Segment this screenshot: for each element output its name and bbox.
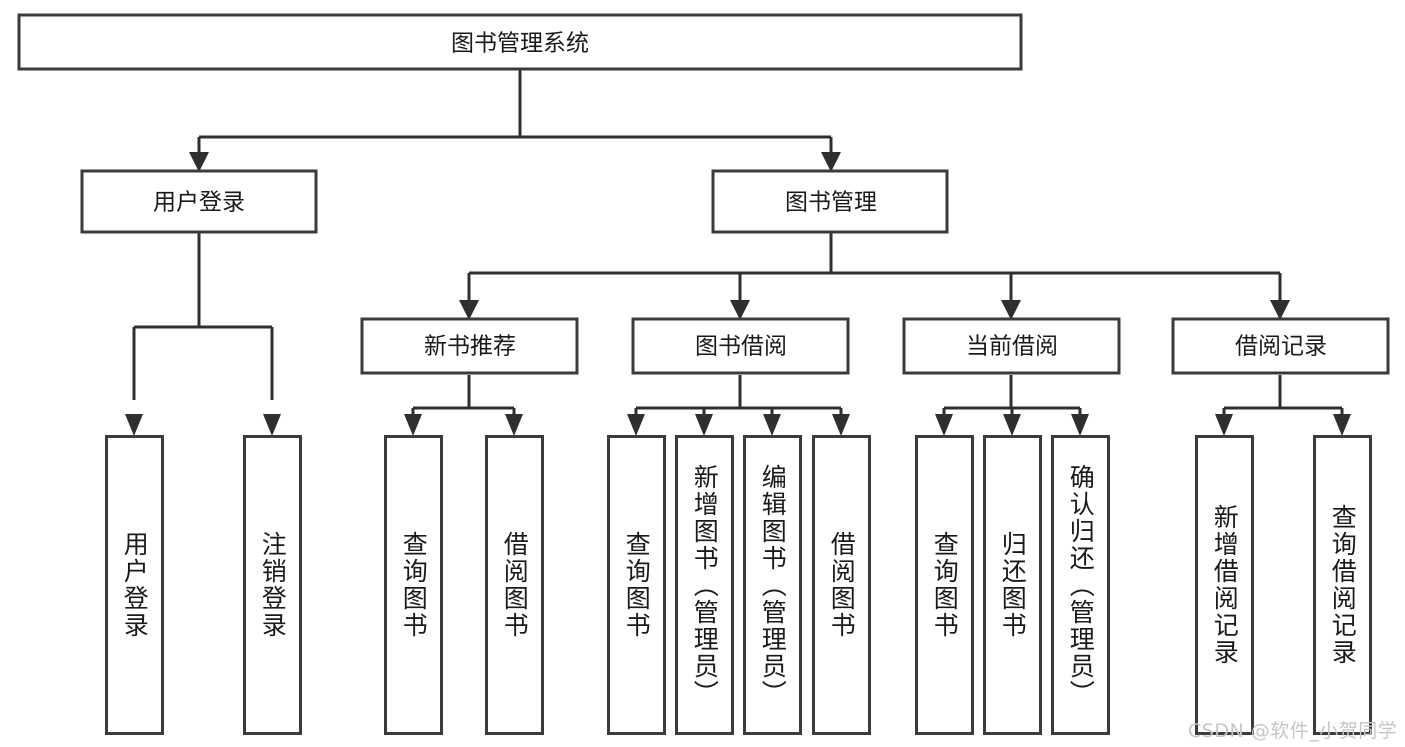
arrow-current-leaf-3 bbox=[1071, 414, 1089, 436]
node-box[interactable] bbox=[902, 317, 1121, 375]
node-box[interactable] bbox=[1171, 317, 1390, 375]
leaf-label: 用户登录 bbox=[120, 531, 150, 639]
leaf-node-query-book-borrow[interactable]: 查询图书 bbox=[607, 435, 666, 735]
arrow-current-leaf-2 bbox=[1003, 414, 1021, 436]
leaf-label: 查询借阅记录 bbox=[1328, 504, 1358, 666]
arrow-to-book-borrow bbox=[730, 300, 750, 320]
node-borrow-record[interactable]: 借阅记录 bbox=[1171, 317, 1390, 375]
leaf-node-add-book-admin[interactable]: 新增图书（管理员） bbox=[675, 435, 734, 735]
arrow-current-leaf-1 bbox=[935, 414, 953, 436]
node-label: 图书管理 bbox=[785, 190, 877, 216]
arrow-to-leaf-logout bbox=[263, 414, 281, 436]
node-label: 用户登录 bbox=[153, 190, 245, 216]
node-book-borrow[interactable]: 图书借阅 bbox=[631, 317, 850, 375]
node-book-management[interactable]: 图书管理 bbox=[711, 169, 949, 234]
node-book-management-system[interactable]: 图书管理系统 bbox=[17, 13, 1023, 71]
arrow-borrow-leaf-3 bbox=[763, 414, 781, 436]
node-label: 图书借阅 bbox=[695, 334, 787, 360]
connector-newbook-bus bbox=[411, 375, 516, 421]
arrow-to-borrow-record bbox=[1270, 300, 1290, 320]
leaf-label: 确认归还（管理员） bbox=[1066, 463, 1096, 707]
csdn-watermark: CSDN @软件_小贺同学 bbox=[1188, 720, 1398, 742]
leaf-label: 查询图书 bbox=[930, 531, 960, 639]
leaf-node-add-borrow-record[interactable]: 新增借阅记录 bbox=[1195, 435, 1254, 735]
arrow-record-leaf-1 bbox=[1215, 414, 1233, 436]
connector-root-to-level2 bbox=[197, 69, 833, 158]
arrow-to-book-management bbox=[821, 152, 841, 172]
node-box[interactable] bbox=[360, 317, 579, 375]
arrow-record-leaf-2 bbox=[1333, 414, 1351, 436]
node-label: 图书管理系统 bbox=[451, 31, 589, 57]
leaf-label: 新增图书（管理员） bbox=[690, 463, 720, 707]
connector-record-bus bbox=[1222, 375, 1344, 421]
node-layer: 图书管理系统 用户登录 图书管理 新书推荐 图书借阅 bbox=[17, 13, 1390, 375]
arrow-newbook-leaf-1 bbox=[404, 414, 422, 436]
leaf-node-edit-book-admin[interactable]: 编辑图书（管理员） bbox=[743, 435, 802, 735]
leaf-node-user-login[interactable]: 用户登录 bbox=[105, 435, 164, 735]
arrow-to-leaf-user-login bbox=[125, 414, 143, 436]
leaf-label: 新增借阅记录 bbox=[1210, 504, 1240, 666]
leaf-label: 查询图书 bbox=[399, 531, 429, 639]
leaf-node-borrow-book[interactable]: 借阅图书 bbox=[812, 435, 871, 735]
leaf-label: 借阅图书 bbox=[827, 531, 857, 639]
arrow-newbook-leaf-2 bbox=[505, 414, 523, 436]
leaf-label: 查询图书 bbox=[622, 531, 652, 639]
node-box[interactable] bbox=[631, 317, 850, 375]
node-box[interactable] bbox=[80, 169, 318, 234]
node-box[interactable] bbox=[711, 169, 949, 234]
node-label: 新书推荐 bbox=[424, 334, 516, 360]
leaf-node-query-borrow-record[interactable]: 查询借阅记录 bbox=[1313, 435, 1372, 735]
leaf-label: 借阅图书 bbox=[500, 531, 530, 639]
leaf-node-return-book[interactable]: 归还图书 bbox=[983, 435, 1042, 735]
leaf-label: 注销登录 bbox=[258, 531, 288, 639]
node-box[interactable] bbox=[17, 13, 1023, 71]
leaf-label: 归还图书 bbox=[998, 531, 1028, 639]
arrow-borrow-leaf-2 bbox=[695, 414, 713, 436]
node-new-book-recommend[interactable]: 新书推荐 bbox=[360, 317, 579, 375]
leaf-node-confirm-return-admin[interactable]: 确认归还（管理员） bbox=[1051, 435, 1110, 735]
leaf-node-query-book-recommend[interactable]: 查询图书 bbox=[384, 435, 443, 735]
leaf-label: 编辑图书（管理员） bbox=[758, 463, 788, 707]
node-current-borrow[interactable]: 当前借阅 bbox=[902, 317, 1121, 375]
arrow-borrow-leaf-4 bbox=[832, 414, 850, 436]
arrow-borrow-leaf-1 bbox=[627, 414, 645, 436]
node-user-login[interactable]: 用户登录 bbox=[80, 169, 318, 234]
connector-layer bbox=[132, 69, 1344, 421]
arrow-to-current-borrow bbox=[1001, 300, 1021, 320]
connector-bookmgmt-bus bbox=[467, 233, 1282, 306]
node-label: 当前借阅 bbox=[966, 334, 1058, 360]
leaf-node-borrow-book-recommend[interactable]: 借阅图书 bbox=[485, 435, 544, 735]
connector-userlogin-bus bbox=[132, 233, 274, 400]
node-label: 借阅记录 bbox=[1235, 334, 1327, 360]
arrowhead-layer bbox=[125, 152, 1351, 436]
leaf-node-query-book-current[interactable]: 查询图书 bbox=[915, 435, 974, 735]
connector-borrow-bus bbox=[634, 375, 843, 421]
leaf-node-logout[interactable]: 注销登录 bbox=[243, 435, 302, 735]
arrow-to-user-login bbox=[189, 152, 209, 172]
arrow-to-new-book-recommend bbox=[459, 300, 479, 320]
